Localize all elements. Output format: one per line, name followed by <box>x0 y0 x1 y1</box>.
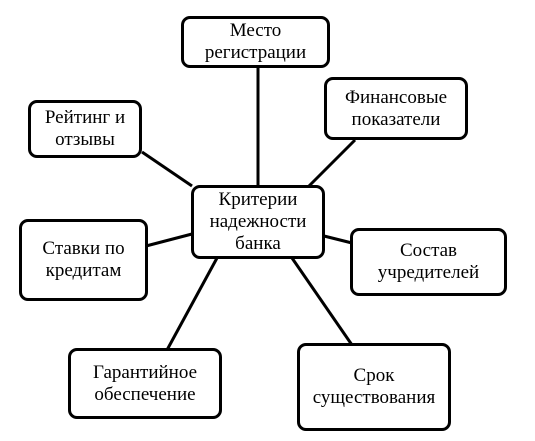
connector-guarantee <box>165 257 219 351</box>
node-registration: Место регистрации <box>181 16 330 68</box>
center-node-label: Критерии надежности банка <box>209 189 307 254</box>
node-registration-label: Место регистрации <box>204 20 307 63</box>
connector-founders <box>323 234 353 245</box>
node-existence-label: Срок существования <box>312 365 436 408</box>
node-existence: Срок существования <box>297 343 451 431</box>
node-loan-rates-label: Ставки по кредитам <box>42 238 125 281</box>
node-rating: Рейтинг и отзывы <box>28 100 142 158</box>
node-founders-label: Состав учредителей <box>377 240 480 283</box>
connector-financial <box>306 138 357 189</box>
connector-existence <box>290 257 354 346</box>
node-guarantee: Гарантийное обеспечение <box>68 348 222 419</box>
node-rating-label: Рейтинг и отзывы <box>44 107 126 150</box>
node-founders: Состав учредителей <box>350 228 507 296</box>
node-financial: Финансовые показатели <box>324 77 468 140</box>
node-guarantee-label: Гарантийное обеспечение <box>92 361 198 405</box>
center-node: Критерии надежности банка <box>191 185 325 259</box>
node-financial-label: Финансовые показатели <box>344 86 448 130</box>
connector-loan-rates <box>145 232 193 248</box>
connector-rating <box>141 150 193 188</box>
node-loan-rates: Ставки по кредитам <box>19 219 148 301</box>
